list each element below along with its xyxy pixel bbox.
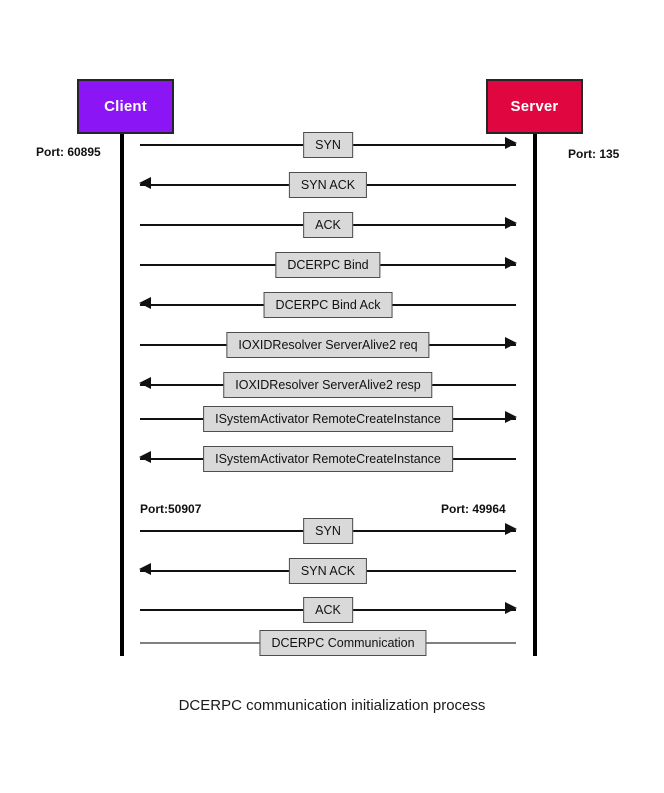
message-row: DCERPC Bind Ack [139,292,516,318]
arrow-left-icon [139,297,151,309]
arrow-right-icon [505,411,517,423]
actor-server-label: Server [510,98,559,115]
diagram-caption: DCERPC communication initialization proc… [178,697,486,714]
message-label: SYN [303,518,353,544]
message-label: SYN ACK [288,558,368,584]
port-label-server-top: Port: 135 [568,147,620,161]
actor-client: Client [77,79,174,134]
lifeline-client [120,134,124,656]
arrow-left-icon [139,451,151,463]
message-row: SYN ACK [139,558,516,584]
message-label: DCERPC Communication [259,630,427,656]
message-row: ACK [140,212,517,238]
arrow-left-icon [139,377,151,389]
message-row: IOXIDResolver ServerAlive2 req [140,332,517,358]
message-row: ISystemActivator RemoteCreateInstance [140,406,517,432]
message-row: IOXIDResolver ServerAlive2 resp [139,372,516,398]
arrow-left-icon [139,177,151,189]
message-label: IOXIDResolver ServerAlive2 resp [223,372,433,398]
message-label: DCERPC Bind Ack [263,292,393,318]
message-row: SYN [140,132,517,158]
arrow-right-icon [505,337,517,349]
message-label: SYN ACK [288,172,368,198]
arrow-left-icon [139,563,151,575]
port-label-client-second: Port:50907 [140,502,202,516]
message-row: SYN [140,518,517,544]
arrow-right-icon [505,137,517,149]
message-row: DCERPC Communication [140,630,516,656]
lifeline-server [533,134,537,656]
message-row: SYN ACK [139,172,516,198]
actor-client-label: Client [104,98,147,115]
message-label: ISystemActivator RemoteCreateInstance [203,446,453,472]
message-label: DCERPC Bind [275,252,381,278]
message-label: ISystemActivator RemoteCreateInstance [203,406,453,432]
message-label: SYN [303,132,353,158]
message-label: ACK [303,597,353,623]
message-label: IOXIDResolver ServerAlive2 req [226,332,430,358]
arrow-right-icon [505,602,517,614]
message-row: ISystemActivator RemoteCreateInstance [139,446,516,472]
message-label: ACK [303,212,353,238]
arrow-right-icon [505,257,517,269]
actor-server: Server [486,79,583,134]
message-row: ACK [140,597,517,623]
port-label-client-top: Port: 60895 [36,145,101,159]
arrow-right-icon [505,217,517,229]
message-row: DCERPC Bind [140,252,517,278]
port-label-server-second: Port: 49964 [441,502,506,516]
arrow-right-icon [505,523,517,535]
